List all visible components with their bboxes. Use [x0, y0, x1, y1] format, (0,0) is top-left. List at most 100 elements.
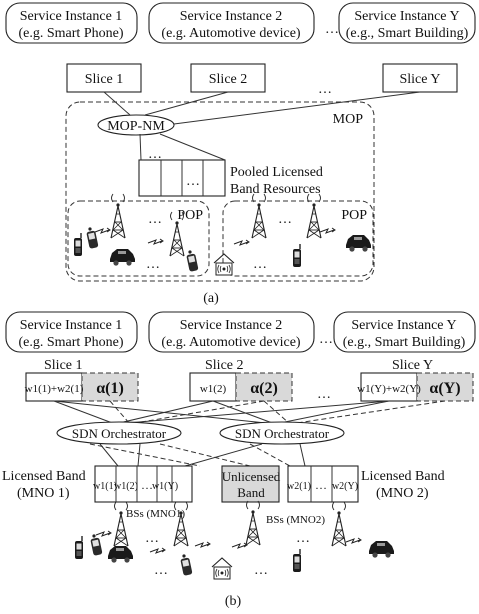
devices-ellipsis-2: …: [254, 563, 268, 578]
sdn-orchestrator-1: [56, 421, 182, 445]
wireless-link-icon: [94, 227, 111, 234]
sdn-orchestrator-2-label: SDN Orchestrator: [235, 426, 330, 441]
phone-icon: [292, 548, 302, 573]
service-instance-y: Service Instance Y (e.g., Smart Building…: [338, 2, 476, 44]
bss-mno1-label: BSs (MNO1): [126, 508, 185, 520]
slice-1-alpha: α(1): [96, 380, 124, 397]
service-instance-1-b: Service Instance 1 (e.g. Smart Phone): [5, 311, 138, 353]
svg-text:(e.g. Automotive device): (e.g. Automotive device): [161, 335, 301, 350]
tower-icon: [245, 500, 261, 546]
caption-b: (b): [225, 594, 242, 609]
tower-icon: [331, 501, 347, 547]
car-icon: [108, 546, 133, 563]
pop-right-label: POP: [341, 208, 367, 223]
phone-icon: [186, 250, 199, 272]
slice-2-resources: w1(2) α(2): [189, 372, 293, 402]
caption-a: (a): [203, 291, 219, 306]
licensed-band-2-mno: (MNO 2): [376, 486, 429, 501]
phone-icon: [90, 534, 103, 556]
pop-left-label: POP: [177, 208, 203, 223]
pooled-resources-grid: [138, 159, 226, 197]
pooled-label-2: Band Resources: [230, 182, 321, 197]
slice-1-resources: w1(1)+w2(1) α(1): [25, 372, 139, 402]
service-instance-2: Service Instance 2 (e.g. Automotive devi…: [148, 2, 315, 44]
svg-text:Service Instance 2: Service Instance 2: [180, 318, 283, 333]
slice-y-alpha: α(Y): [429, 380, 460, 397]
svg-text:w1(2): w1(2): [114, 481, 138, 492]
svg-text:Service Instance 1: Service Instance 1: [20, 318, 123, 333]
unlicensed-band-label-1: Unlicensed: [222, 469, 281, 484]
smart-home-icon: [211, 557, 233, 580]
panel-a: Service Instance 1 (e.g. Smart Phone) Se…: [5, 2, 476, 306]
sdn-orchestrator-2: [219, 421, 345, 445]
wireless-link-icon: [345, 537, 362, 544]
bss-mno2-label: BSs (MNO2): [266, 514, 325, 526]
licensed-band-1-grid: w1(1) w1(2) … w1(Y): [93, 465, 193, 503]
wireless-link-icon: [147, 238, 164, 245]
slice-ellipsis: …: [318, 82, 332, 97]
slice-2-alpha: α(2): [250, 380, 278, 397]
service-ellipsis-b: …: [319, 332, 333, 347]
svg-text:w2(1): w2(1): [287, 481, 311, 492]
service-ellipsis: …: [325, 22, 339, 37]
svg-text:(e.g., Smart Building): (e.g., Smart Building): [346, 26, 469, 41]
svg-text:Service Instance Y: Service Instance Y: [351, 318, 456, 333]
mop-label: MOP: [333, 112, 364, 127]
slice-2-w: w1(2): [200, 383, 227, 395]
slice-1-w: w1(1)+w2(1): [25, 383, 84, 395]
svg-text:…: …: [315, 478, 327, 492]
slice-1-label-b: Slice 1: [44, 358, 83, 373]
svg-text:Service Instance 1: Service Instance 1: [20, 9, 123, 24]
wireless-link-icon: [319, 227, 336, 234]
mop-region: [65, 101, 375, 282]
phone-icon: [74, 535, 84, 560]
car-icon: [369, 541, 394, 558]
car-icon: [346, 235, 371, 252]
licensed-band-2-label: Licensed Band: [361, 469, 445, 484]
unlicensed-band: [221, 465, 280, 503]
slice-1-label: Slice 1: [85, 72, 124, 87]
pop-left: [67, 200, 210, 277]
svg-text:w2(Y): w2(Y): [332, 481, 358, 492]
slice-y-label: Slice Y: [399, 72, 440, 87]
svg-text:Service Instance 2: Service Instance 2: [180, 9, 283, 24]
phone-icon: [292, 243, 302, 268]
wireless-link-icon: [149, 547, 166, 554]
svg-text:…: …: [141, 478, 153, 492]
svg-text:(e.g. Automotive device): (e.g. Automotive device): [161, 26, 301, 41]
pop-right: [222, 200, 374, 277]
svg-text:(e.g. Smart Phone): (e.g. Smart Phone): [19, 26, 124, 41]
svg-text:w1(Y): w1(Y): [152, 481, 178, 492]
slice-2-label-b: Slice 2: [205, 358, 244, 373]
svg-text:Service Instance Y: Service Instance Y: [354, 9, 459, 24]
mop-nm-node: [97, 114, 175, 136]
pool-cell-ellipsis: …: [186, 174, 200, 189]
phone-icon: [73, 232, 83, 257]
unlicensed-band-label-2: Band: [237, 485, 265, 500]
slice-ellipsis-b: …: [317, 387, 331, 402]
phone-icon: [180, 554, 193, 576]
licensed-band-1-mno: (MNO 1): [17, 486, 70, 501]
smart-home-icon: [213, 253, 235, 276]
pop-left-ellipsis-2: …: [146, 257, 160, 272]
wireless-link-icon: [231, 542, 248, 549]
pooled-ellipsis: …: [148, 147, 162, 162]
slice-y-label-b: Slice Y: [392, 358, 433, 373]
pop-right-ellipsis-1: …: [278, 212, 292, 227]
mop-nm-label: MOP-NM: [107, 119, 165, 134]
slice-1-box: [66, 63, 142, 93]
devices-ellipsis-1: …: [154, 563, 168, 578]
svg-text:(e.g., Smart Building): (e.g., Smart Building): [343, 335, 466, 350]
licensed-band-2-grid: w2(1) … w2(Y): [287, 465, 359, 503]
service-instance-y-b: Service Instance Y (e.g., Smart Building…: [333, 311, 476, 353]
pop-left-ellipsis-1: …: [148, 212, 162, 227]
panel-b: Service Instance 1 (e.g. Smart Phone) Se…: [2, 311, 476, 609]
svg-text:(e.g. Smart Phone): (e.g. Smart Phone): [19, 335, 124, 350]
wireless-link-icon: [95, 530, 112, 537]
service-instance-1: Service Instance 1 (e.g. Smart Phone): [5, 2, 138, 44]
slice-y-w: w1(Y)+w2(Y): [357, 383, 421, 395]
bss1-ellipsis: …: [145, 531, 159, 546]
phone-icon: [86, 227, 99, 249]
bss2-ellipsis: …: [296, 531, 310, 546]
